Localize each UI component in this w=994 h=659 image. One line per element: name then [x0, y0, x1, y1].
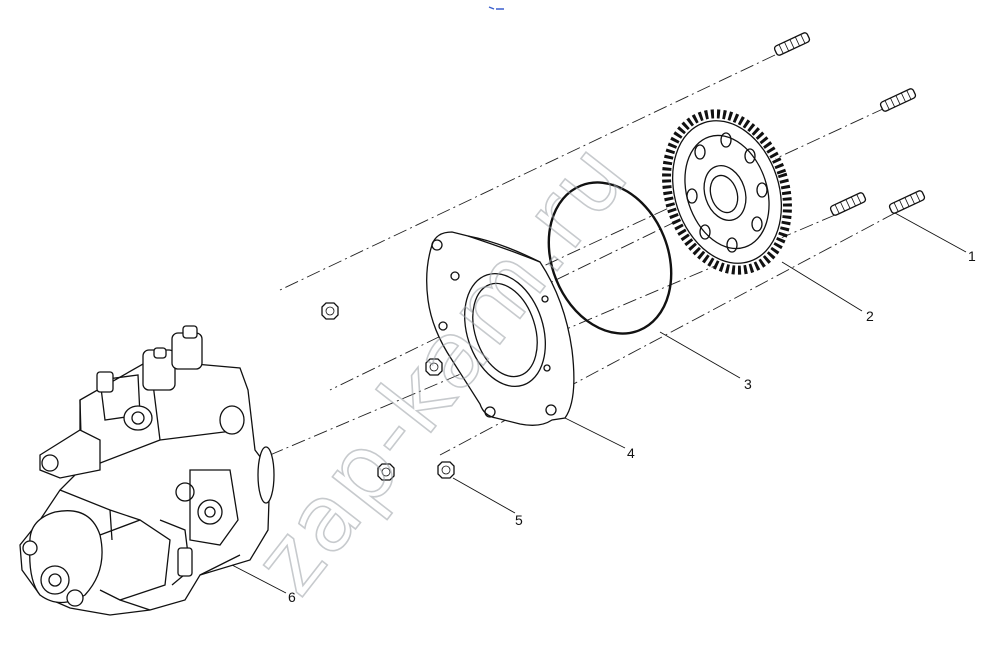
watermark-text: zap-kam.ru — [233, 123, 649, 614]
hex-nuts — [321, 302, 455, 481]
stud-bolt — [879, 88, 917, 112]
hex-nut — [425, 358, 443, 376]
callout-labels: 1 2 3 4 5 6 — [288, 248, 976, 605]
mounting-flange — [426, 231, 575, 426]
hex-nut — [321, 302, 339, 320]
callout-5: 5 — [515, 512, 523, 528]
drive-gear — [662, 109, 792, 275]
stud-bolt — [888, 190, 926, 214]
injection-pump — [19, 325, 275, 616]
stud-bolt — [773, 32, 811, 56]
callout-3: 3 — [744, 376, 752, 392]
o-ring-seal — [547, 181, 673, 335]
callout-1: 1 — [968, 248, 976, 264]
hex-nut — [377, 463, 395, 481]
callout-6: 6 — [288, 589, 296, 605]
hex-nut — [437, 461, 455, 479]
callout-4: 4 — [627, 445, 635, 461]
leader-lines — [231, 212, 967, 594]
callout-2: 2 — [866, 308, 874, 324]
stud-bolts — [773, 32, 926, 216]
top-mark — [488, 6, 504, 10]
watermark: zap-kam.ru — [232, 122, 650, 614]
stud-bolt — [829, 192, 867, 216]
